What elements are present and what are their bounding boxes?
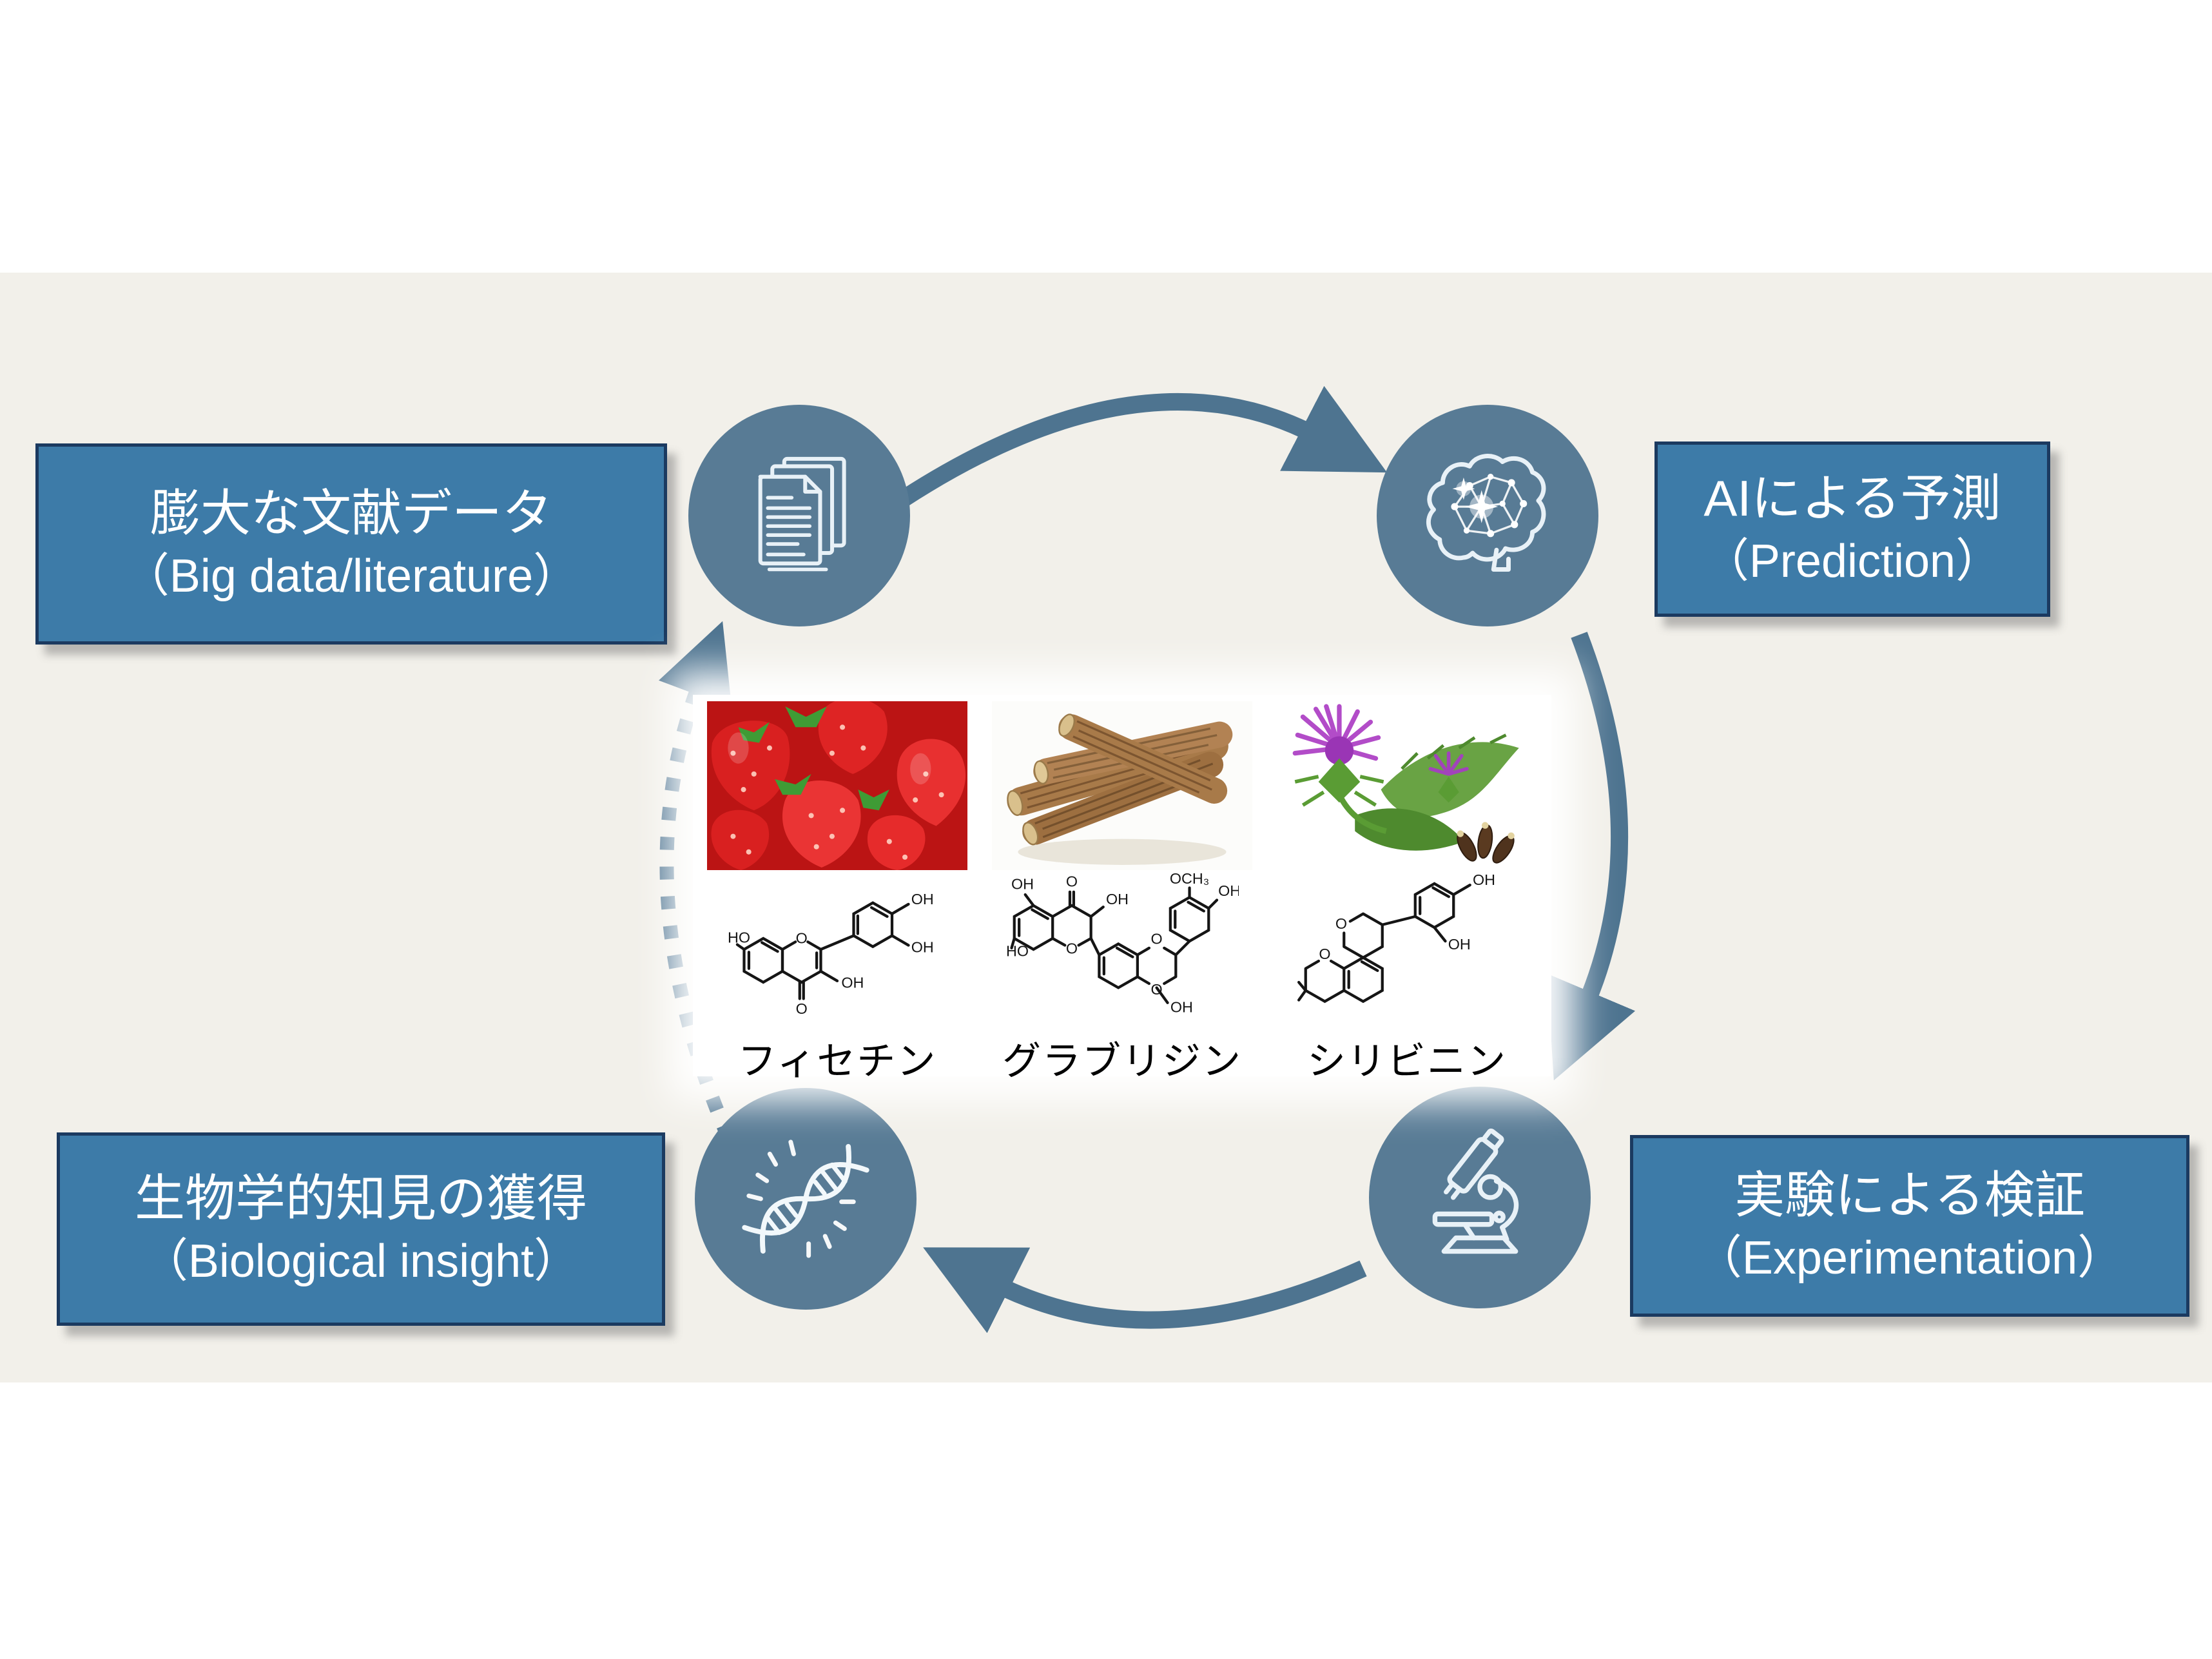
arrow-insight-to-literature-dashed [658, 621, 735, 1141]
insight-label-ja: 生物学的知見の獲得 [134, 1169, 587, 1227]
experimentation-node-circle [1369, 1087, 1591, 1308]
atom-label: O [1150, 981, 1162, 998]
atom-label: O [796, 1000, 808, 1017]
atom-label: OH [911, 891, 934, 907]
compound-name: シリビニン [1307, 1040, 1507, 1083]
compound-column-glabridin: OH O OH HO O OCH₃ OH O O OH グラブリジン [987, 701, 1257, 1083]
compound-column-silybinin: O O OH OH シリビニン [1272, 701, 1542, 1083]
atom-label: OH [1473, 873, 1495, 888]
prediction-box: AIによる予測 （Prediction） [1654, 441, 2050, 617]
atom-label: OH [1218, 882, 1239, 899]
compound-name: グラブリジン [1002, 1040, 1242, 1083]
insight-label-en: （Biological insight） [141, 1236, 581, 1288]
documents-icon [758, 456, 846, 572]
atom-label: O [1065, 873, 1077, 889]
atom-label: HO [728, 929, 750, 946]
prediction-label-en: （Prediction） [1702, 536, 2003, 588]
glabridin-structure: OH O OH HO O OCH₃ OH O O OH [1006, 873, 1239, 1026]
atom-label: HO [1006, 943, 1029, 960]
atom-label: O [796, 929, 808, 946]
atom-label: O [1319, 946, 1330, 962]
fisetin-structure: HO O OH OH OH O [728, 873, 947, 1026]
literature-box: 膨大な文献データ （Big data/literature） [35, 443, 667, 645]
dna-icon [742, 1140, 869, 1258]
experimentation-label-ja: 実験による検証 [1734, 1166, 2085, 1223]
atom-label: OCH₃ [1169, 873, 1208, 887]
literature-label-ja: 膨大な文献データ [150, 484, 552, 541]
compound-name: フィセチン [737, 1040, 937, 1083]
atom-label: OH [1170, 999, 1192, 1016]
milk-thistle-photo [1277, 701, 1537, 870]
atom-label: OH [841, 975, 864, 991]
insight-box: 生物学的知見の獲得 （Biological insight） [57, 1132, 665, 1326]
prediction-node-circle [1377, 405, 1598, 626]
silybinin-structure: O O OH OH [1297, 873, 1517, 1026]
literature-node-circle [688, 405, 910, 626]
brain-icon [1426, 454, 1546, 572]
atom-label: OH [1106, 891, 1129, 907]
compound-panel: HO O OH OH OH O フィセチン [693, 695, 1551, 1083]
strawberries-photo [707, 701, 967, 870]
atom-label: O [1065, 940, 1077, 956]
prediction-label-ja: AIによる予測 [1703, 469, 2001, 527]
microscope-icon [1432, 1128, 1519, 1254]
literature-label-en: （Big data/literature） [122, 550, 580, 603]
compound-column-fisetin: HO O OH OH OH O フィセチン [702, 701, 973, 1083]
arrow-prediction-to-experimentation [1547, 632, 1636, 1081]
experimentation-label-en: （Experimentation） [1695, 1232, 2124, 1285]
arrow-literature-to-prediction [897, 385, 1388, 507]
atom-label: OH [911, 938, 934, 955]
atom-label: OH [1011, 876, 1033, 893]
atom-label: OH [1448, 936, 1471, 953]
atom-label: O [1335, 915, 1347, 932]
insight-node-circle [695, 1088, 917, 1310]
licorice-roots-photo [992, 701, 1252, 870]
experimentation-box: 実験による検証 （Experimentation） [1630, 1135, 2189, 1317]
arrow-experimentation-to-insight [923, 1247, 1367, 1334]
atom-label: O [1150, 931, 1162, 947]
